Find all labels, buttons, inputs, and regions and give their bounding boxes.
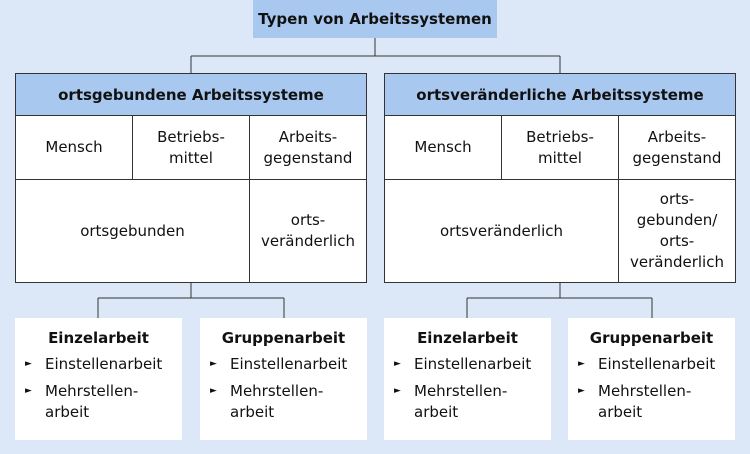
leaf-einzelarbeit-right: Einzelarbeit ► Einstellenarbeit ► Mehrstel… xyxy=(384,318,551,440)
cell-merged: ortsgebunden xyxy=(16,180,250,282)
root-node: Typen von Arbeitssystemen xyxy=(253,0,497,38)
leaf-gruppenarbeit-right: Gruppenarbeit ► Einstellenarbeit ► Mehrste… xyxy=(568,318,735,440)
item-text: Einstellenarbeit xyxy=(598,355,716,373)
leaf-title: Gruppenarbeit xyxy=(221,329,346,347)
leaf-title: Gruppenarbeit xyxy=(589,329,714,347)
leaf-gruppenarbeit-left: Gruppenarbeit ► Einstellenarbeit ► Mehrste… xyxy=(200,318,367,440)
bullet-icon: ► xyxy=(25,386,32,396)
leaf-einzelarbeit-left: Einzelarbeit ► Einstellenarbeit ► Mehrstel… xyxy=(15,318,182,440)
item-text: Einstellenarbeit xyxy=(414,355,532,373)
cell-mensch: Mensch xyxy=(16,116,133,180)
list-item: ► Mehrstellen- arbeit xyxy=(200,381,367,423)
cell-single: orts- gebunden/ orts- veränderlich xyxy=(630,190,724,271)
bullet-icon: ► xyxy=(394,359,401,369)
bullet-icon: ► xyxy=(210,359,217,369)
bullet-icon: ► xyxy=(394,386,401,396)
item-text: Mehrstellen- arbeit xyxy=(45,382,139,421)
bullet-icon: ► xyxy=(578,386,585,396)
item-text: Mehrstellen- arbeit xyxy=(414,382,508,421)
list-item: ► Einstellenarbeit xyxy=(200,354,367,375)
leaf-title: Einzelarbeit xyxy=(48,329,149,347)
item-text: Mehrstellen- arbeit xyxy=(598,382,692,421)
cell-single: orts- veränderlich xyxy=(261,211,355,250)
list-item: ► Mehrstellen- arbeit xyxy=(568,381,735,423)
panel-ortsveraenderlich: ortsveränderliche Arbeitssysteme Mensch … xyxy=(384,73,736,283)
cell-arbeitsgegenstand: Arbeits- gegenstand xyxy=(619,116,735,180)
cell-betriebsmittel: Betriebs- mittel xyxy=(133,116,250,180)
item-text: Einstellenarbeit xyxy=(230,355,348,373)
cell-betriebsmittel: Betriebs- mittel xyxy=(502,116,619,180)
root-label: Typen von Arbeitssystemen xyxy=(258,10,492,28)
cell-arbeitsgegenstand: Arbeits- gegenstand xyxy=(250,116,366,180)
list-item: ► Einstellenarbeit xyxy=(15,354,182,375)
list-item: ► Einstellenarbeit xyxy=(384,354,551,375)
list-item: ► Mehrstellen- arbeit xyxy=(15,381,182,423)
bullet-icon: ► xyxy=(210,386,217,396)
item-text: Einstellenarbeit xyxy=(45,355,163,373)
panel-ortsgebunden: ortsgebundene Arbeitssysteme Mensch Betr… xyxy=(15,73,367,283)
bullet-icon: ► xyxy=(25,359,32,369)
cell-mensch: Mensch xyxy=(385,116,502,180)
list-item: ► Mehrstellen- arbeit xyxy=(384,381,551,423)
item-text: Mehrstellen- arbeit xyxy=(230,382,324,421)
list-item: ► Einstellenarbeit xyxy=(568,354,735,375)
panel-title: ortsveränderliche Arbeitssysteme xyxy=(385,74,735,116)
leaf-title: Einzelarbeit xyxy=(417,329,518,347)
bullet-icon: ► xyxy=(578,359,585,369)
panel-title: ortsgebundene Arbeitssysteme xyxy=(16,74,366,116)
cell-merged: ortsveränderlich xyxy=(385,180,619,282)
